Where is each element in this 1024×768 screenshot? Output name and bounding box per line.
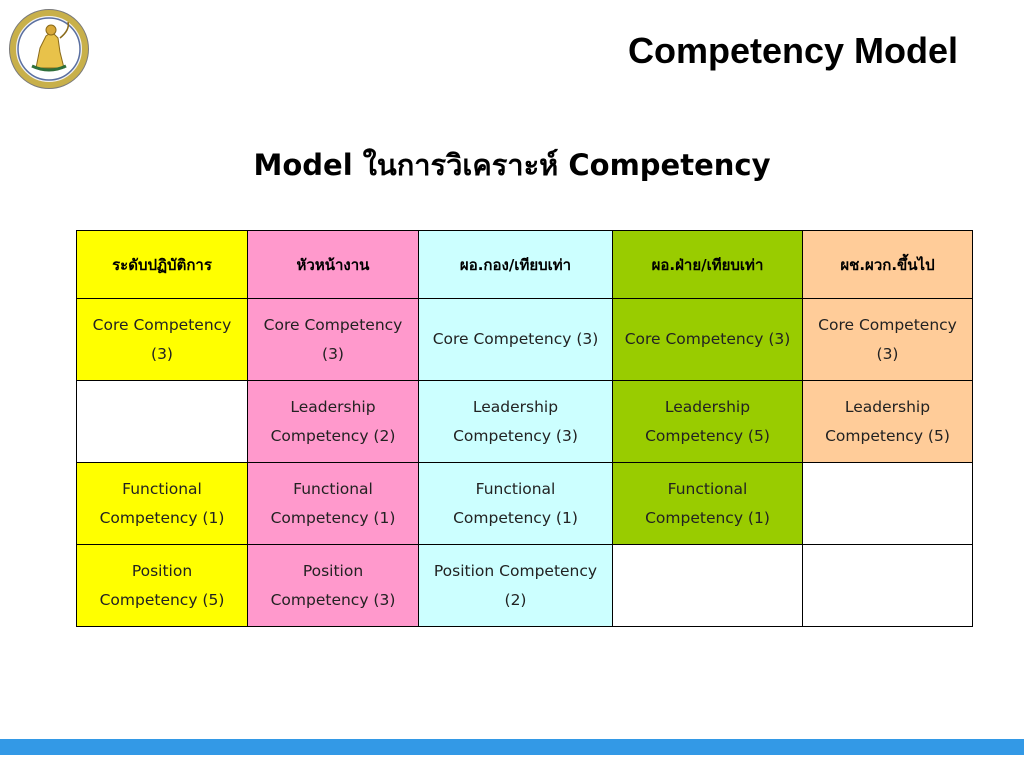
header-supervisor: หัวหน้างาน: [247, 230, 419, 299]
table-row-core: Core Competency (3) Core Competency (3) …: [76, 298, 973, 381]
table-cell-empty: [612, 544, 803, 627]
header-department-director: ผอ.ฝ่าย/เทียบเท่า: [612, 230, 803, 299]
table-cell: Position Competency (3): [247, 544, 419, 627]
table-cell: Core Competency (3): [802, 298, 973, 381]
table-cell: Core Competency (3): [247, 298, 419, 381]
table-row-leadership: Leadership Competency (2) Leadership Com…: [76, 380, 973, 463]
table-cell-empty: [802, 462, 973, 545]
header-assistant-governor-and-above: ผช.ผวก.ขึ้นไป: [802, 230, 973, 299]
table-cell: Leadership Competency (3): [418, 380, 613, 463]
table-cell: Leadership Competency (5): [612, 380, 803, 463]
bottom-accent-bar: [0, 739, 1024, 755]
table-cell: Functional Competency (1): [612, 462, 803, 545]
table-cell: Core Competency (3): [418, 298, 613, 381]
table-cell: Functional Competency (1): [76, 462, 248, 545]
table-cell: Functional Competency (1): [418, 462, 613, 545]
table-cell-empty: [802, 544, 973, 627]
seal-graphic: [9, 9, 89, 89]
table-cell: Leadership Competency (5): [802, 380, 973, 463]
table-cell: Functional Competency (1): [247, 462, 419, 545]
table-row-position: Position Competency (5) Position Compete…: [76, 544, 973, 627]
table-cell: Position Competency (5): [76, 544, 248, 627]
header-division-director: ผอ.กอง/เทียบเท่า: [418, 230, 613, 299]
slide-title: Competency Model: [627, 30, 958, 71]
organization-logo-icon: [8, 8, 90, 90]
competency-table: ระดับปฏิบัติการ หัวหน้างาน ผอ.กอง/เทียบเ…: [76, 230, 973, 627]
table-header-row: ระดับปฏิบัติการ หัวหน้างาน ผอ.กอง/เทียบเ…: [76, 230, 973, 299]
header-operational-level: ระดับปฏิบัติการ: [76, 230, 248, 299]
table-row-functional: Functional Competency (1) Functional Com…: [76, 462, 973, 545]
table-cell: Leadership Competency (2): [247, 380, 419, 463]
table-cell: Core Competency (3): [76, 298, 248, 381]
table-cell: Core Competency (3): [612, 298, 803, 381]
slide-subtitle: Model ในการวิเคราะห์ Competency: [253, 148, 771, 182]
table-cell: Position Competency (2): [418, 544, 613, 627]
table-cell-empty: [76, 380, 248, 463]
